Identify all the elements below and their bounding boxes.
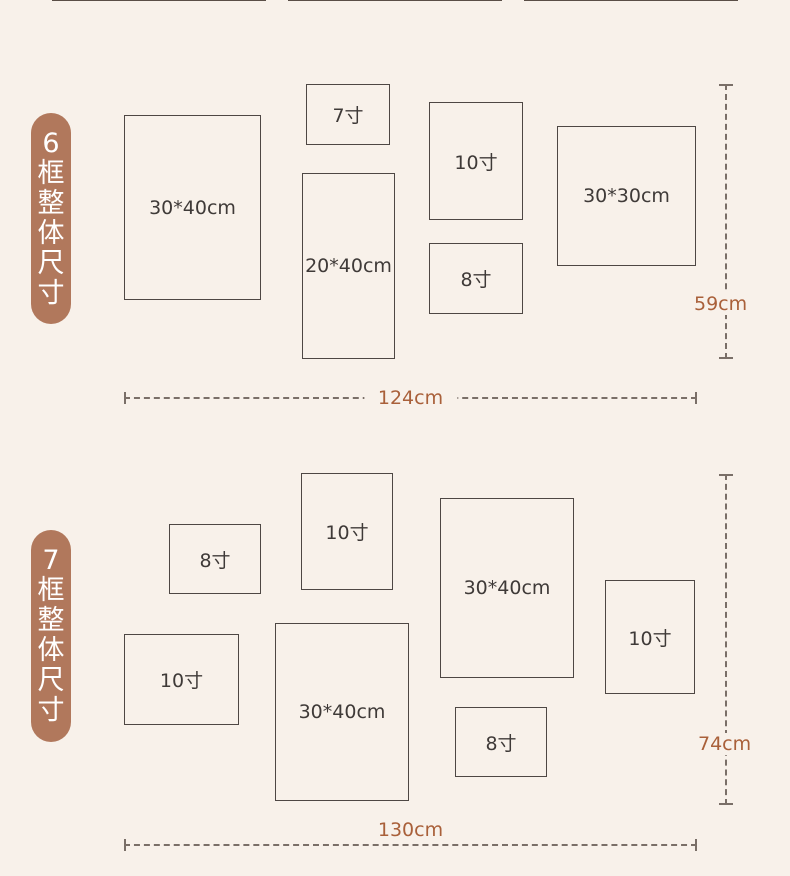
badge-seven-frame-size: 7 框 整 体 尺 寸 — [31, 530, 71, 742]
badge-char: 框 — [37, 575, 65, 606]
frame-10-inch: 10寸 — [429, 102, 523, 220]
height-dimension — [719, 474, 733, 805]
width-label: 124cm — [363, 387, 458, 409]
width-dimension: 124cm — [124, 387, 697, 409]
height-label: 74cm — [696, 733, 754, 755]
frame-8-inch: 8寸 — [429, 243, 523, 314]
badge-char: 整 — [37, 605, 65, 636]
badge-char: 尺 — [37, 665, 65, 696]
width-dimension: 130cm — [124, 819, 697, 851]
frame-20x40: 20*40cm — [302, 173, 395, 359]
height-dimension — [719, 84, 733, 359]
badge-char: 框 — [37, 157, 65, 189]
frame-7-inch: 7寸 — [306, 84, 390, 145]
frame-8-inch: 8寸 — [455, 707, 547, 777]
top-divider — [52, 0, 266, 1]
badge-char: 寸 — [37, 277, 65, 309]
badge-six-frame-size: 6 框 整 体 尺 寸 — [31, 113, 71, 324]
frame-30x30: 30*30cm — [557, 126, 696, 266]
frame-30x40: 30*40cm — [124, 115, 261, 300]
height-label: 59cm — [692, 293, 750, 315]
frame-8-inch: 8寸 — [169, 524, 261, 594]
frame-10-inch: 10寸 — [605, 580, 695, 694]
badge-char: 整 — [37, 187, 65, 219]
badge-char: 7 — [42, 545, 60, 576]
frame-10-inch: 10寸 — [124, 634, 239, 725]
badge-char: 寸 — [37, 695, 65, 726]
frame-30x40: 30*40cm — [440, 498, 574, 678]
top-divider — [288, 0, 502, 1]
badge-char: 体 — [37, 217, 65, 249]
top-divider — [524, 0, 738, 1]
badge-char: 体 — [37, 635, 65, 666]
badge-char: 6 — [42, 127, 60, 159]
frame-10-inch: 10寸 — [301, 473, 393, 590]
frame-30x40: 30*40cm — [275, 623, 409, 801]
width-label: 130cm — [363, 819, 458, 841]
badge-char: 尺 — [37, 247, 65, 279]
